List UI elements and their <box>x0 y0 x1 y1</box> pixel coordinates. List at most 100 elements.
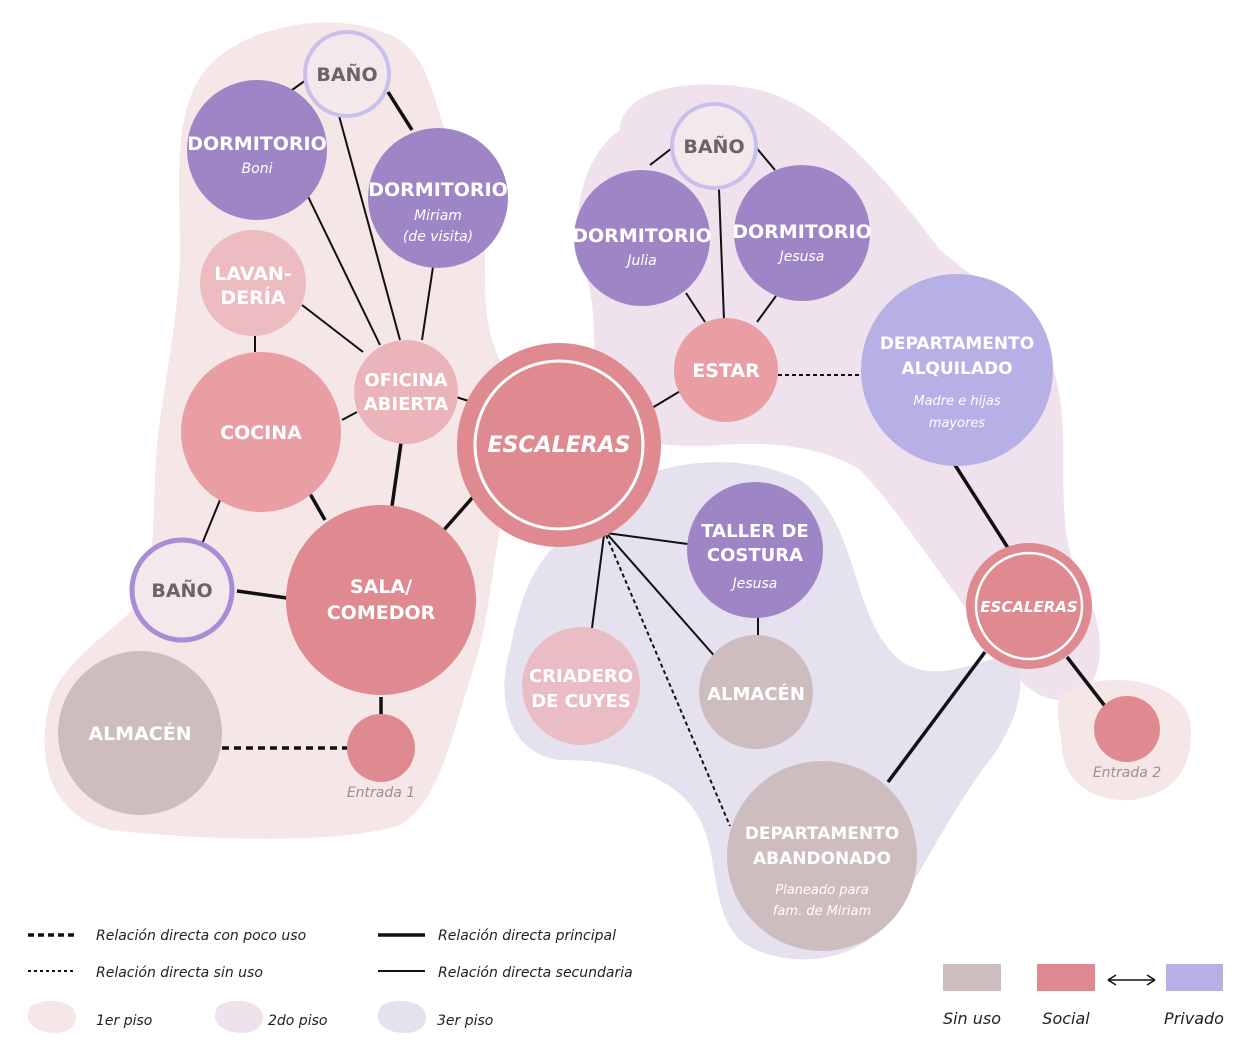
lavanderia-title1: LAVAN- <box>214 263 291 285</box>
dorm-jesusa-sub: Jesusa <box>777 249 825 265</box>
node-escaleras-main: ESCALERAS <box>457 343 661 547</box>
depto-alquilado-sub1: Madre e hijas <box>913 394 1000 409</box>
legend-swatch-sin-uso <box>943 964 1001 991</box>
legend-swatch-floor3 <box>377 1000 426 1033</box>
link-principal <box>886 650 987 784</box>
link-secundaria <box>291 79 307 91</box>
link-secundaria <box>341 411 358 421</box>
legend-swatch-floor2 <box>214 1000 263 1033</box>
legend-poco-uso-label: Relación directa con poco uso <box>96 928 306 944</box>
node-escaleras-right: ESCALERAS <box>966 543 1092 669</box>
double-arrow-icon <box>1107 974 1156 986</box>
escaleras-right-title: ESCALERAS <box>980 598 1077 616</box>
estar-title: ESTAR <box>692 360 760 382</box>
legend-principal-label: Relación directa principal <box>438 928 616 944</box>
cocina-title: COCINA <box>220 422 302 444</box>
dorm-julia-title: DORMITORIO <box>572 225 712 247</box>
link-principal <box>390 442 403 507</box>
almacen-1-title: ALMACÉN <box>88 722 191 745</box>
almacen-3-title: ALMACÉN <box>707 683 805 705</box>
node-cocina: COCINA <box>181 352 341 512</box>
link-principal <box>386 91 414 131</box>
legend-swatch-social <box>1037 964 1095 991</box>
node-dormitorio-jesusa: DORMITORIO Jesusa <box>732 165 872 301</box>
node-departamento-abandonado: DEPARTAMENTO ABANDONADO Planeado para fa… <box>727 761 917 951</box>
depto-abandonado-title1: DEPARTAMENTO <box>745 824 899 844</box>
depto-abandonado-sub1: Planeado para <box>775 883 869 898</box>
link-secundaria <box>607 534 719 661</box>
node-criadero-cuyes: CRIADERO DE CUYES <box>522 627 640 745</box>
depto-alquilado-title2: ALQUILADO <box>901 359 1012 379</box>
depto-alquilado-sub2: mayores <box>929 416 986 431</box>
node-entrada-1: Entrada 1 <box>347 714 415 801</box>
bano-top-label: BAÑO <box>316 62 377 86</box>
legend-privado-cat-label: Privado <box>1164 1009 1224 1028</box>
node-departamento-alquilado: DEPARTAMENTO ALQUILADO Madre e hijas may… <box>861 274 1053 466</box>
node-dormitorio-boni: DORMITORIO Boni <box>187 80 327 220</box>
link-secundaria <box>718 188 725 321</box>
node-entrada-2: Entrada 2 <box>1093 696 1161 781</box>
link-secundaria <box>301 304 364 353</box>
oficina-title1: OFICINA <box>364 370 447 391</box>
link-secundaria <box>651 389 683 409</box>
link-sin-uso <box>605 534 731 827</box>
link-secundaria <box>685 292 706 323</box>
depto-abandonado-sub2: fam. de Miriam <box>773 904 871 919</box>
depto-alquilado-title1: DEPARTAMENTO <box>880 334 1034 354</box>
taller-title2: COSTURA <box>707 545 803 566</box>
link-secundaria <box>756 295 777 323</box>
link-secundaria <box>201 499 221 545</box>
node-taller-costura: TALLER DE COSTURA Jesusa <box>687 482 823 618</box>
legend: Relación directa con poco uso Relación d… <box>27 928 1224 1033</box>
node-sala-comedor: SALA/ COMEDOR <box>286 505 476 695</box>
bano-right-label: BAÑO <box>683 134 744 158</box>
dorm-miriam-sub2: (de visita) <box>403 229 473 245</box>
link-principal <box>307 491 327 521</box>
node-bano-right: BAÑO <box>670 102 758 190</box>
node-bano-top: BAÑO <box>303 30 391 118</box>
link-principal <box>1065 655 1110 712</box>
legend-secundaria-label: Relación directa secundaria <box>438 965 633 981</box>
legend-swatch-privado <box>1166 964 1223 991</box>
legend-sin-uso-cat-label: Sin uso <box>943 1009 1001 1028</box>
link-secundaria <box>337 111 401 341</box>
depto-abandonado-title2: ABANDONADO <box>753 849 891 869</box>
node-oficina-abierta: OFICINA ABIERTA <box>354 340 458 444</box>
sala-title2: COMEDOR <box>327 602 436 624</box>
dorm-julia-sub: Julia <box>624 253 656 269</box>
dorm-miriam-sub1: Miriam <box>414 208 462 224</box>
connections <box>201 79 1110 827</box>
oficina-title2: ABIERTA <box>364 394 449 415</box>
link-principal <box>953 464 1010 549</box>
dorm-jesusa-title: DORMITORIO <box>732 221 872 243</box>
dorm-miriam-title: DORMITORIO <box>368 179 508 201</box>
link-principal <box>236 589 288 600</box>
dorm-boni-sub: Boni <box>242 161 273 177</box>
node-dormitorio-julia: DORMITORIO Julia <box>572 170 712 306</box>
node-bano-left: BAÑO <box>129 537 235 643</box>
sala-title1: SALA/ <box>350 576 412 598</box>
link-secundaria <box>299 179 381 346</box>
link-secundaria <box>421 266 434 341</box>
criadero-title1: CRIADERO <box>529 666 633 687</box>
criadero-title2: DE CUYES <box>531 691 631 712</box>
node-lavanderia: LAVAN- DERÍA <box>200 230 306 336</box>
escaleras-main-title: ESCALERAS <box>488 433 631 458</box>
legend-floor3-label: 3er piso <box>437 1013 493 1029</box>
legend-floor2-label: 2do piso <box>268 1013 327 1029</box>
link-secundaria <box>605 532 696 546</box>
node-dormitorio-miriam: DORMITORIO Miriam (de visita) <box>368 128 508 268</box>
taller-sub: Jesusa <box>730 576 778 592</box>
node-almacen-1: ALMACÉN <box>58 651 222 815</box>
entrada-1-label: Entrada 1 <box>347 785 415 801</box>
legend-swatch-floor1 <box>27 1000 76 1033</box>
entrada-2-label: Entrada 2 <box>1093 765 1161 781</box>
legend-floor1-label: 1er piso <box>96 1013 152 1029</box>
dorm-boni-title: DORMITORIO <box>187 133 327 155</box>
legend-sin-uso-label: Relación directa sin uso <box>96 965 263 981</box>
node-almacen-3: ALMACÉN <box>699 635 813 749</box>
lavanderia-title2: DERÍA <box>220 286 285 309</box>
bano-left-label: BAÑO <box>151 578 212 602</box>
